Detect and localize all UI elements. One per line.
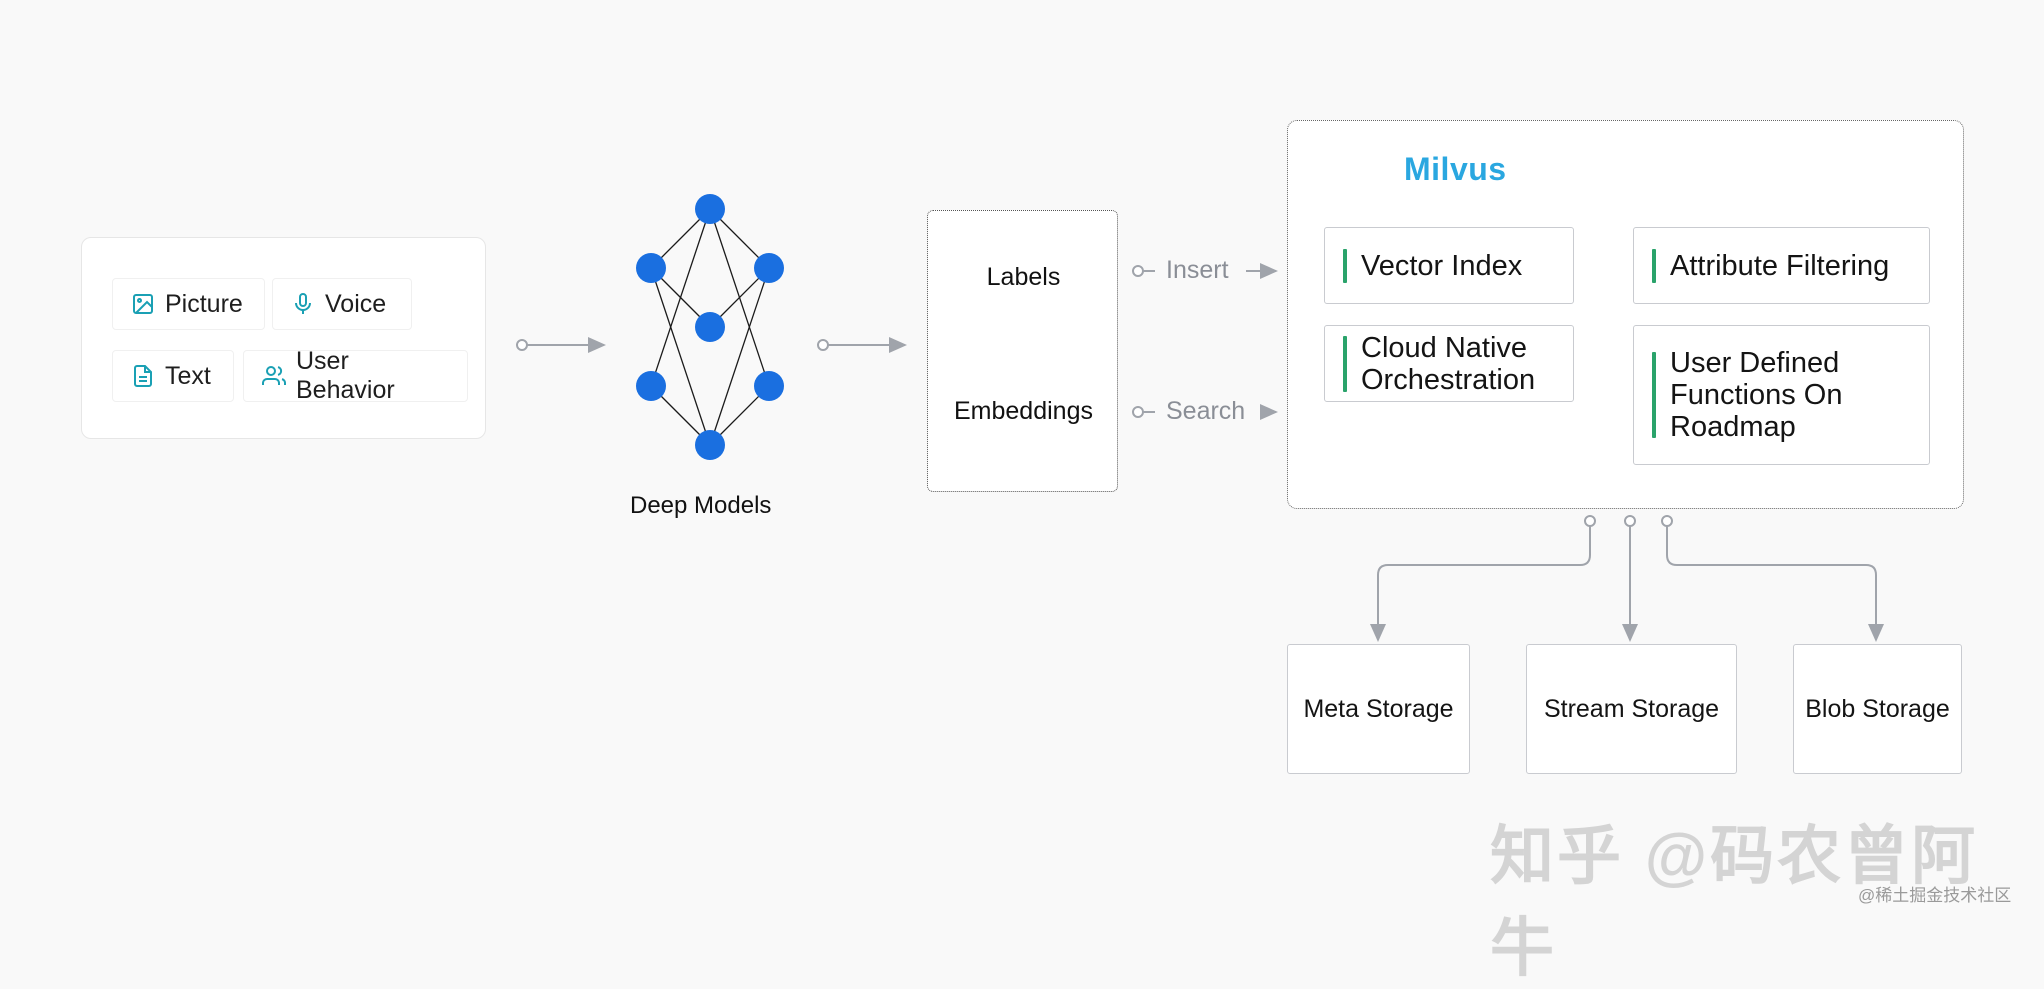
footer-note: @稀土掘金技术社区 (1858, 886, 2012, 905)
network-node (636, 253, 666, 283)
cloud-native-card[interactable]: Cloud Native Orchestration (1324, 325, 1574, 402)
input-sources-panel: Picture Voice Text User Behavior (81, 237, 486, 439)
meta-storage-box[interactable]: Meta Storage (1287, 644, 1470, 774)
input-to-model-arrow (516, 337, 606, 353)
text-label: Text (165, 361, 211, 390)
udf-line1: User Defined (1670, 347, 1840, 379)
user-behavior-label: User Behavior (296, 347, 395, 404)
picture-chip[interactable]: Picture (112, 278, 265, 330)
network-node (636, 371, 666, 401)
blob-storage-box[interactable]: Blob Storage (1793, 644, 1962, 774)
deep-models-label: Deep Models (630, 492, 772, 519)
voice-label: Voice (325, 289, 387, 318)
attribute-filtering-card[interactable]: Attribute Filtering (1633, 227, 1930, 304)
cloud-native-text: Cloud Native Orchestration (1361, 332, 1535, 396)
vector-output-box: Labels Embeddings (927, 210, 1118, 492)
picture-label: Picture (165, 289, 243, 318)
attribute-filtering-text: Attribute Filtering (1670, 249, 1890, 282)
network-node (695, 194, 725, 224)
storage-connectors (1370, 515, 1884, 642)
network-node (754, 371, 784, 401)
milvus-system-box: Milvus Vector Index Attribute Filtering … (1287, 120, 1964, 509)
search-label: Search (1166, 397, 1246, 425)
udf-line3: Roadmap (1670, 411, 1796, 443)
network-node (754, 253, 784, 283)
image-icon (133, 294, 153, 314)
vector-index-text: Vector Index (1361, 249, 1523, 282)
meta-storage-text: Meta Storage (1303, 694, 1454, 723)
model-to-vectors-arrow (817, 337, 907, 353)
stream-storage-text: Stream Storage (1543, 694, 1720, 723)
vector-index-card[interactable]: Vector Index (1324, 227, 1574, 304)
user-defined-functions-card[interactable]: User Defined Functions On Roadmap (1633, 325, 1930, 465)
network-node (695, 430, 725, 460)
users-icon (262, 366, 286, 385)
accent-bar (1343, 335, 1347, 392)
accent-bar (1343, 248, 1347, 283)
insert-label: Insert (1166, 256, 1229, 284)
udf-text: User Defined Functions On Roadmap (1670, 347, 1842, 443)
insert-arrow (1132, 263, 1278, 279)
accent-bar (1652, 352, 1656, 438)
voice-chip[interactable]: Voice (272, 278, 412, 330)
blob-storage-text: Blob Storage (1805, 694, 1950, 723)
microphone-icon (295, 293, 311, 314)
neural-network-icon (636, 194, 784, 460)
udf-line2: Functions On (1670, 379, 1843, 411)
embeddings-text: Embeddings (954, 397, 1093, 425)
user-behavior-chip[interactable]: User Behavior (243, 347, 468, 404)
text-chip[interactable]: Text (112, 350, 234, 402)
milvus-brand-name: Milvus (1404, 151, 1507, 187)
search-arrow (1132, 404, 1278, 420)
labels-text: Labels (986, 263, 1061, 291)
cloud-native-line1: Cloud Native (1361, 331, 1528, 364)
network-node (695, 312, 725, 342)
accent-bar (1652, 248, 1656, 283)
stream-storage-box[interactable]: Stream Storage (1526, 644, 1737, 774)
cloud-native-line2: Orchestration (1361, 363, 1536, 396)
document-icon (134, 365, 152, 387)
